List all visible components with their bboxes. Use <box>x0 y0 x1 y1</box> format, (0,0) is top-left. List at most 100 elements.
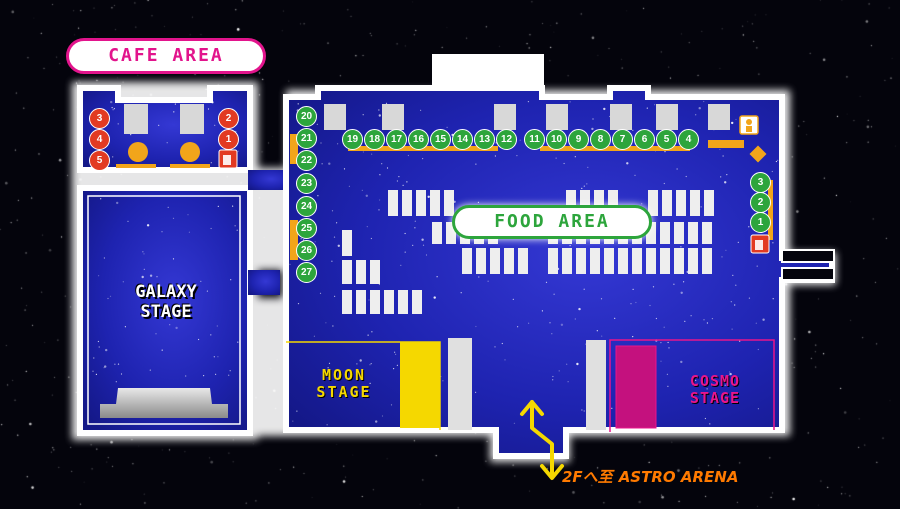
floor-star <box>541 310 544 312</box>
food-booth-marker[interactable]: 25 <box>296 218 317 239</box>
floor-star <box>234 225 236 227</box>
seating-table <box>388 190 398 216</box>
food-booth-marker[interactable]: 19 <box>342 129 363 150</box>
food-booth-marker[interactable]: 17 <box>386 129 407 150</box>
floor-star <box>334 295 336 297</box>
floor-star <box>381 163 383 165</box>
cosmo-stage-label-line1: COSMO <box>689 372 741 390</box>
seating-table <box>432 222 442 244</box>
floor-star <box>172 217 175 219</box>
food-booth-marker[interactable]: 21 <box>296 128 317 149</box>
floor-star <box>110 100 113 104</box>
floor-star <box>156 276 158 278</box>
food-booth-marker[interactable]: 16 <box>408 129 429 150</box>
floor-star <box>122 281 124 283</box>
floor-star <box>404 232 406 235</box>
seating-table <box>594 190 604 210</box>
floor-star <box>737 241 739 243</box>
food-booth-marker[interactable]: 7 <box>612 129 633 150</box>
floor-star <box>331 210 334 212</box>
floor-star <box>98 275 100 277</box>
floor-star <box>297 103 299 105</box>
floor-star <box>732 274 734 276</box>
floor-star <box>569 101 571 103</box>
seating-table <box>660 248 670 274</box>
food-booth-marker[interactable]: 12 <box>496 129 517 150</box>
floor-star <box>475 325 477 328</box>
floor-star <box>504 359 506 361</box>
seating-table <box>702 222 712 244</box>
floor-star <box>442 380 444 382</box>
floor-star <box>328 162 331 165</box>
food-booth-marker[interactable]: 13 <box>474 129 495 150</box>
floor-star <box>157 296 159 299</box>
cafe-booth-marker[interactable]: 1 <box>218 129 239 150</box>
food-booth-marker[interactable]: 4 <box>678 129 699 150</box>
food-booth-marker[interactable]: 23 <box>296 173 317 194</box>
floor-star <box>292 420 294 422</box>
floor-star <box>574 318 576 320</box>
cafe-booth-marker[interactable]: 4 <box>89 129 110 150</box>
floor-star <box>117 123 119 125</box>
seating-table <box>580 190 590 210</box>
floor-star <box>114 363 116 365</box>
food-booth-marker[interactable]: 9 <box>568 129 589 150</box>
floor-star <box>660 360 662 362</box>
food-booth-marker[interactable]: 5 <box>656 129 677 150</box>
escalator-arrow-icon[interactable] <box>520 400 564 480</box>
food-booth-marker[interactable]: 11 <box>524 129 545 150</box>
food-booth-marker[interactable]: 2 <box>750 192 771 213</box>
food-booth-marker[interactable]: 3 <box>750 172 771 193</box>
galaxy-stage-label[interactable]: GALAXY STAGE <box>96 282 236 322</box>
food-booth-marker[interactable]: 22 <box>296 150 317 171</box>
floor-star <box>313 335 315 337</box>
moon-stage-label[interactable]: MOON STAGE <box>296 366 392 402</box>
floor-star <box>626 162 629 165</box>
food-booth-marker[interactable]: 1 <box>750 212 771 233</box>
food-booth-marker[interactable]: 8 <box>590 129 611 150</box>
floor-star <box>367 334 369 336</box>
floor-star <box>632 129 634 131</box>
floor-star <box>634 174 636 176</box>
floor-star <box>583 185 585 187</box>
food-booth-marker[interactable]: 26 <box>296 240 317 261</box>
floor-star <box>155 333 157 335</box>
cafe-booth-marker[interactable]: 3 <box>89 108 110 129</box>
food-booth-marker[interactable]: 27 <box>296 262 317 283</box>
beer-mug-icon <box>750 234 770 254</box>
floor-star <box>161 349 163 351</box>
seating-table <box>608 190 618 210</box>
food-booth-marker[interactable]: 14 <box>452 129 473 150</box>
food-booth-marker[interactable]: 15 <box>430 129 451 150</box>
food-booth-marker[interactable]: 6 <box>634 129 655 150</box>
cosmo-stage-label[interactable]: COSMO STAGE <box>660 372 770 408</box>
food-booth-marker[interactable]: 18 <box>364 129 385 150</box>
corridor-lower <box>248 270 280 295</box>
floor-star <box>371 331 373 333</box>
seating-table <box>674 222 684 244</box>
floor-star <box>703 319 705 321</box>
floor-star <box>711 318 714 320</box>
floor-star <box>398 176 400 178</box>
floor-star <box>111 107 113 109</box>
exit-right-top <box>781 249 835 263</box>
floor-star <box>356 363 358 365</box>
cafe-booth-marker[interactable]: 2 <box>218 108 239 129</box>
floor-star <box>378 109 380 111</box>
food-booth-marker[interactable]: 24 <box>296 196 317 217</box>
floor-star <box>581 409 583 411</box>
seating-table <box>356 260 366 284</box>
floor-star <box>210 334 212 336</box>
floor-star <box>421 238 424 241</box>
cafe-booth-marker[interactable]: 5 <box>89 150 110 171</box>
floor-star <box>97 340 99 343</box>
floor-star <box>724 181 727 184</box>
food-booth-marker[interactable]: 10 <box>546 129 567 150</box>
floor-star <box>512 298 514 300</box>
floor-star <box>772 298 774 300</box>
cafe-area-floor <box>77 85 253 173</box>
floor-star <box>229 370 231 372</box>
food-booth-marker[interactable]: 20 <box>296 106 317 127</box>
floor-star <box>771 170 773 173</box>
